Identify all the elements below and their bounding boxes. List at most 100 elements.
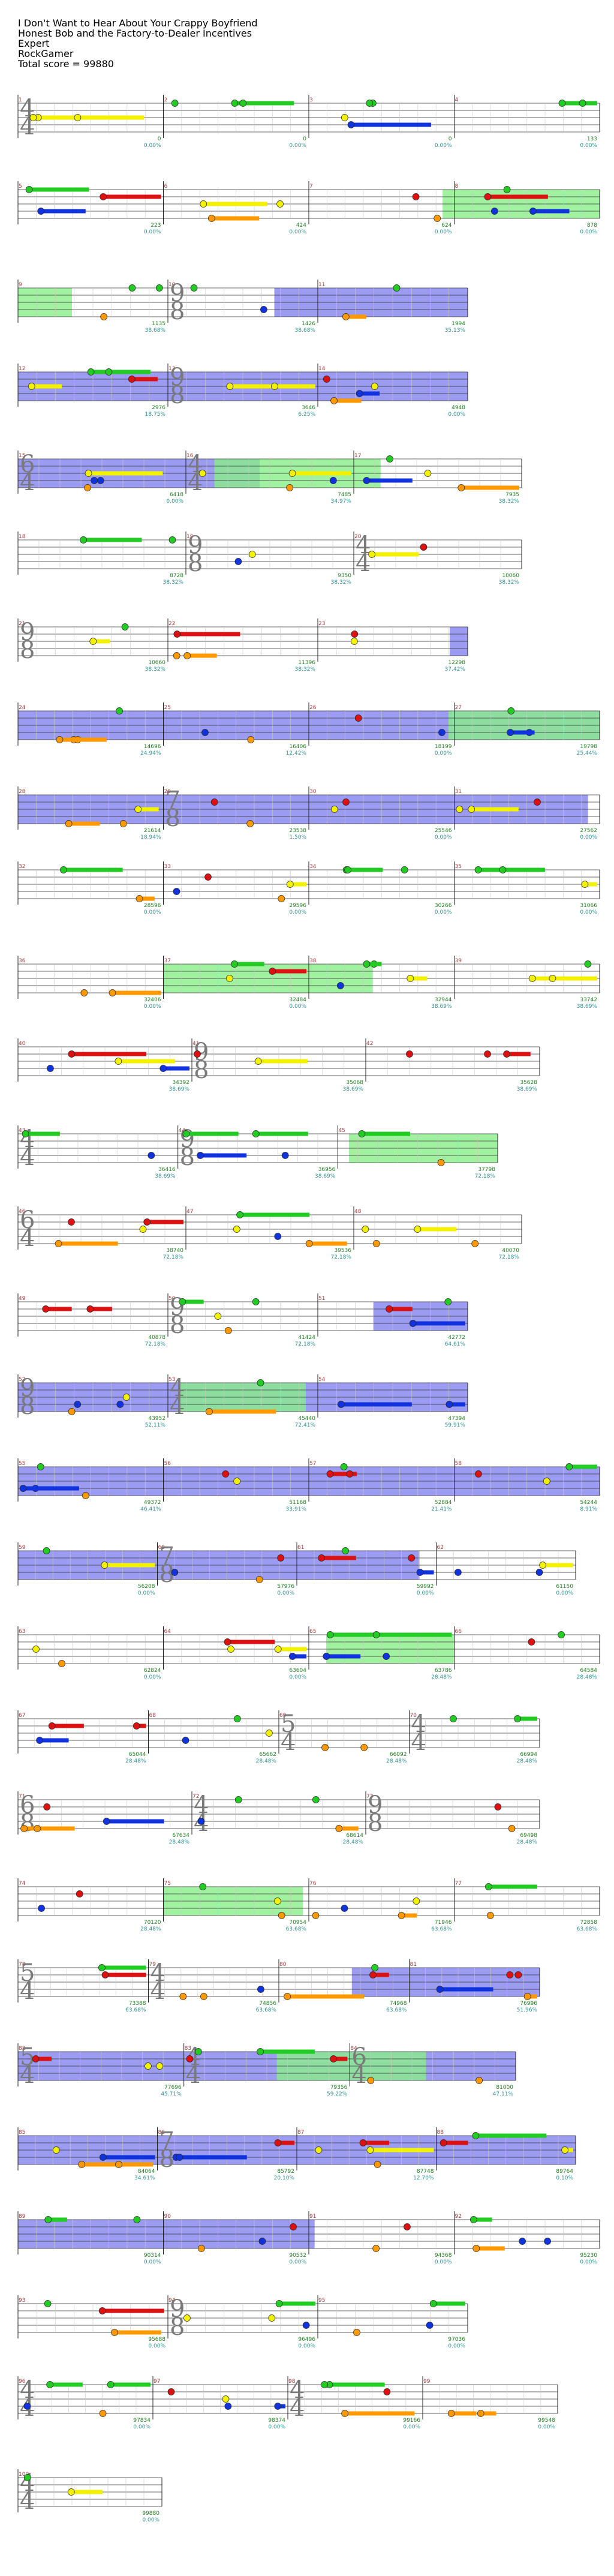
measure-percent: 45.71% <box>161 2091 182 2097</box>
note-red <box>98 2307 106 2314</box>
time-signature-top: 9 <box>170 2295 185 2323</box>
note-yellow <box>28 383 35 390</box>
note-yellow <box>123 1394 130 1401</box>
measure-score: 76996 <box>520 2001 537 2007</box>
note-orange <box>475 2077 483 2084</box>
note-red <box>76 1890 83 1898</box>
measure-number: 87 <box>297 2130 304 2136</box>
time-signature-bottom: 4 <box>20 2061 35 2089</box>
note-yellow <box>368 551 375 558</box>
time-signature-top: 9 <box>170 364 185 391</box>
time-signature-top: 4 <box>20 2376 35 2404</box>
note-yellow <box>414 1226 422 1233</box>
time-signature-bottom: 4 <box>170 1392 185 1420</box>
measure-percent: 0.00% <box>148 2343 165 2349</box>
note-green <box>105 368 113 376</box>
measure-percent: 63.68% <box>431 1926 452 1932</box>
measure-percent: 28.48% <box>125 1758 146 1764</box>
measure-number: 3 <box>309 97 313 103</box>
note-blue <box>446 1401 453 1408</box>
measure-score: 30266 <box>435 903 452 909</box>
measure-percent: 35.13% <box>445 328 466 334</box>
time-signature-top: 7 <box>159 2127 174 2155</box>
measure-percent: 0.00% <box>138 1590 155 1596</box>
measure-score: 70954 <box>289 1920 306 1926</box>
note-green <box>499 866 507 873</box>
time-signature-bottom: 4 <box>186 2061 201 2089</box>
measure-percent: 0.00% <box>142 2517 159 2523</box>
note-orange <box>68 1408 76 1415</box>
note-yellow <box>288 470 296 477</box>
measure-percent: 0.00% <box>289 1004 306 1010</box>
note-green <box>326 1631 334 1638</box>
note-yellow <box>549 975 556 982</box>
measure-number: 79 <box>149 1962 156 1968</box>
note-green <box>579 100 586 107</box>
measure-score: 23538 <box>289 828 306 834</box>
note-orange <box>78 2161 86 2168</box>
measure-number: 90 <box>164 2214 171 2220</box>
note-green <box>168 536 176 544</box>
measure-score: 99548 <box>538 2418 555 2424</box>
measure-number: 45 <box>338 1128 345 1134</box>
note-yellow <box>456 806 463 813</box>
note-yellow <box>145 2062 152 2070</box>
measure-percent: 0.00% <box>268 2424 285 2430</box>
note-orange <box>246 820 254 827</box>
note-green <box>233 1715 241 1722</box>
time-signature-top: 9 <box>170 1293 185 1321</box>
measure-number: 21 <box>19 621 25 627</box>
measure-score: 0 <box>158 136 161 142</box>
measure-number: 74 <box>19 1881 26 1887</box>
note-blue <box>341 1905 348 1912</box>
measure-score: 31066 <box>580 903 597 909</box>
note-red <box>43 1803 51 1811</box>
note-yellow <box>362 1226 369 1233</box>
measure-percent: 38.69% <box>431 1004 452 1010</box>
note-yellow <box>528 975 536 982</box>
note-red <box>412 193 420 200</box>
staff-row-26: 89903140.00%90905320.00%91943680.00%9295… <box>17 2211 600 2265</box>
measure-percent: 6.25% <box>298 412 315 418</box>
measure-score: 25546 <box>435 828 452 834</box>
note-yellow <box>539 1562 547 1569</box>
measure-number: 73 <box>366 1794 373 1800</box>
measure-number: 99 <box>423 2379 431 2385</box>
note-red <box>534 798 541 806</box>
measure-percent: 0.00% <box>435 750 452 756</box>
time-signature-top: 4 <box>356 532 371 559</box>
note-green <box>450 1715 457 1722</box>
measure-number: 38 <box>309 958 317 964</box>
note-yellow <box>200 200 207 208</box>
note-red <box>420 544 428 551</box>
note-blue <box>507 729 514 736</box>
time-signature-top: 4 <box>194 1791 209 1819</box>
measure-percent: 38.32% <box>295 666 316 672</box>
measure-percent: 0.00% <box>435 143 452 149</box>
note-orange <box>472 2245 480 2252</box>
measure-score: 7485 <box>338 492 351 498</box>
measure-number: 9 <box>19 282 22 288</box>
note-green <box>22 1130 29 1137</box>
note-red <box>133 1722 140 1730</box>
measure-percent: 18.94% <box>140 834 161 840</box>
note-green <box>121 623 129 631</box>
measure-number: 84 <box>350 2046 357 2052</box>
measure-number: 53 <box>168 1377 175 1383</box>
measure-percent: 63.68% <box>286 1926 307 1932</box>
note-yellow <box>183 2314 191 2322</box>
measure-percent: 46.41% <box>140 1506 161 1512</box>
measure-score: 38740 <box>166 1248 183 1254</box>
note-blue <box>383 1653 390 1660</box>
measure-number: 37 <box>164 958 171 964</box>
measure-number: 23 <box>318 621 325 627</box>
note-green <box>231 100 239 107</box>
note-yellow <box>407 975 414 982</box>
note-orange <box>55 1240 62 1247</box>
note-green <box>43 1547 50 1554</box>
